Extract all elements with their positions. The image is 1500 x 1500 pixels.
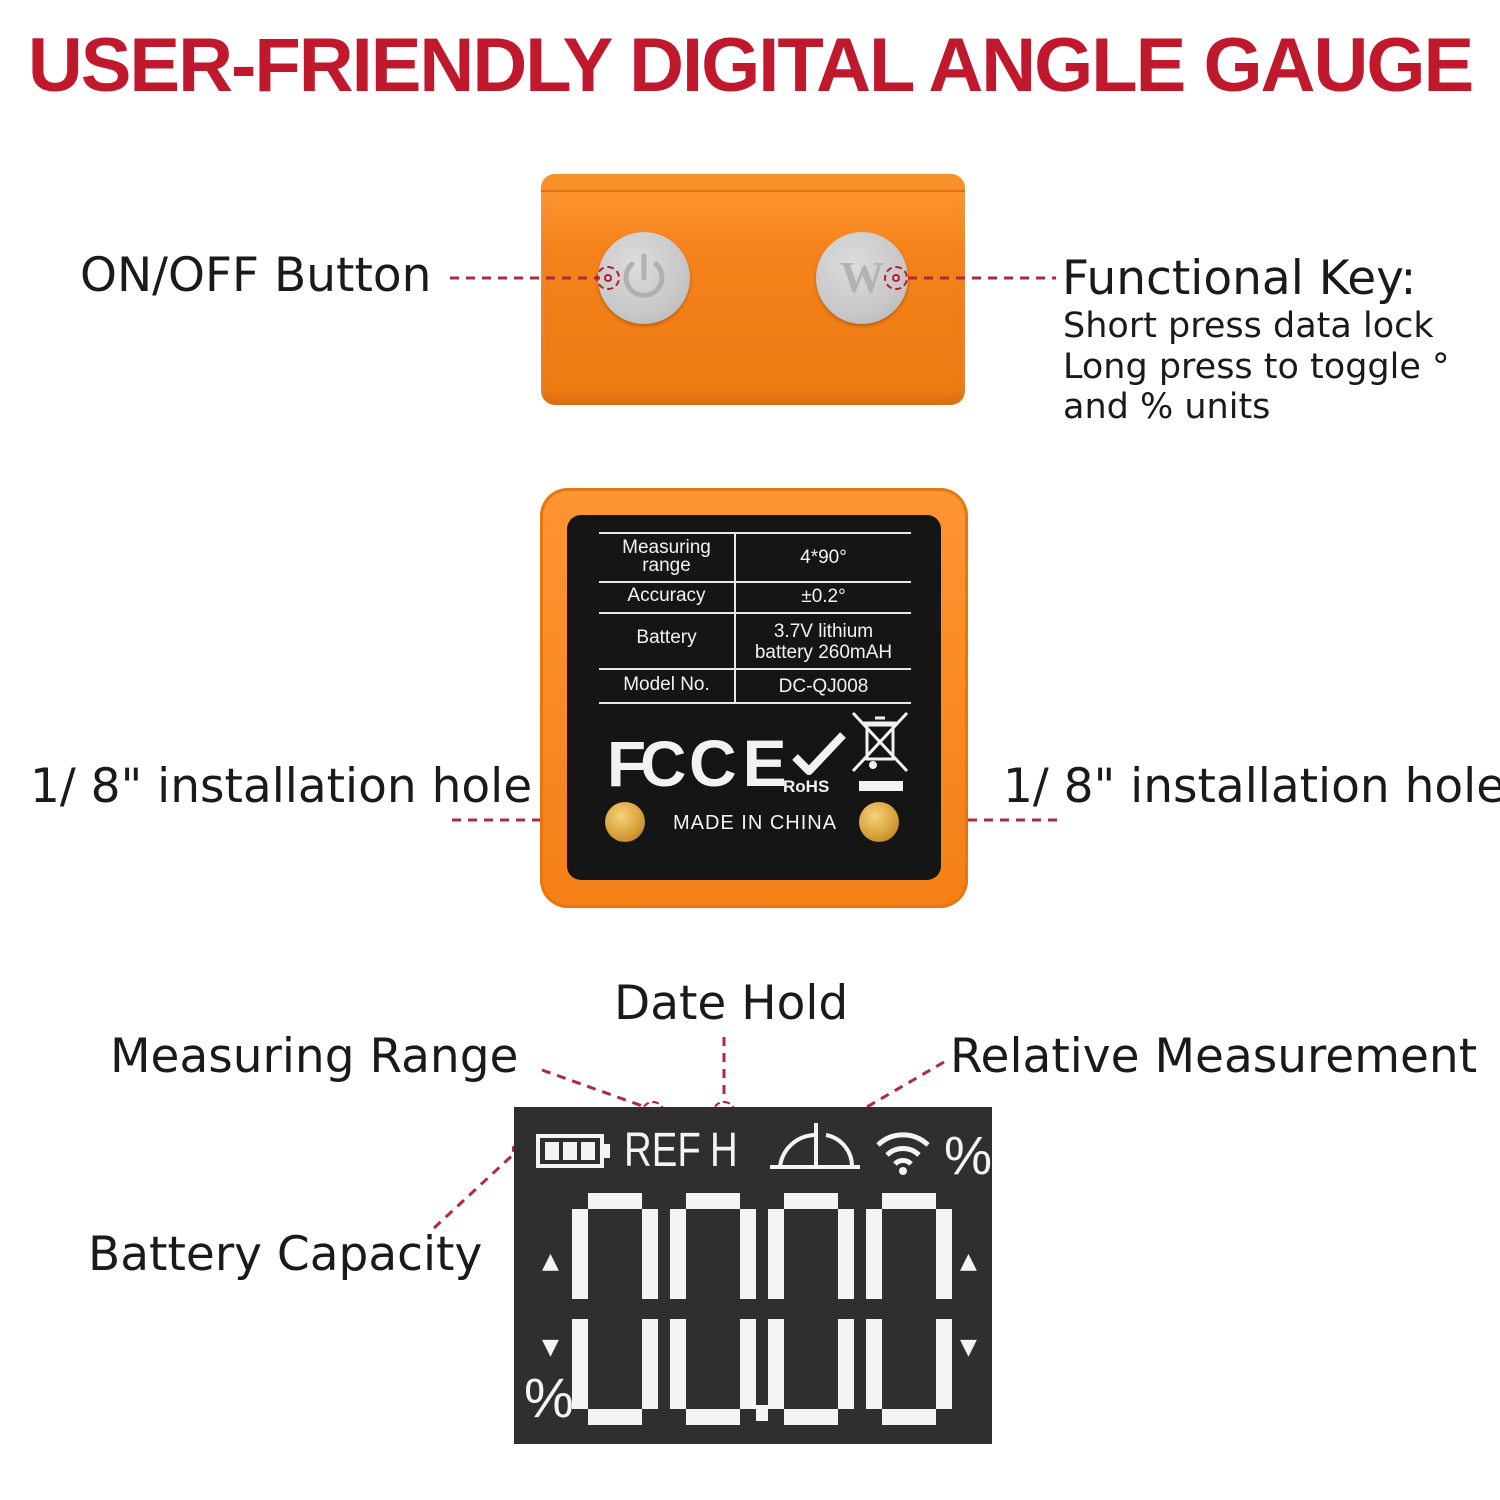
functional-key-line-2: Long press to toggle ° [1063, 347, 1450, 387]
spec-value-battery: 3.7V lithium battery 260mAH [736, 621, 911, 663]
left-hole-label: 1/ 8" installation hole [30, 759, 533, 814]
spec-plate: Measuring range 4*90° Accuracy ±0.2° Bat… [567, 515, 941, 880]
spec-name-battery: Battery [636, 627, 697, 648]
spec-line-3 [599, 668, 911, 670]
digit-segment [784, 1409, 838, 1425]
weee-bin-icon [851, 711, 909, 791]
digit-segment [642, 1319, 658, 1409]
digit-segment [572, 1319, 588, 1409]
spec-col-divider [734, 532, 736, 702]
percent-indicator-bottom: % [524, 1366, 574, 1429]
digit-segment [588, 1409, 642, 1425]
arrow-up-right-icon: ▲ [960, 1249, 977, 1274]
digit-segment [670, 1209, 686, 1299]
hold-indicator: H [710, 1124, 738, 1177]
right-installation-hole [859, 802, 899, 842]
measuring-range-label: Measuring Range [110, 1029, 519, 1084]
digit-segment [838, 1209, 854, 1299]
lcd-display: REF H % ▲ ▼ ▲ ▼ % [514, 1107, 992, 1444]
percent-indicator-top: % [944, 1126, 993, 1186]
battery-capacity-label: Battery Capacity [88, 1227, 483, 1282]
spec-line-bottom [599, 702, 911, 704]
leader-relative [847, 1060, 945, 1120]
arrow-down-left-icon: ▼ [542, 1335, 559, 1360]
spec-value-accuracy: ±0.2° [801, 586, 846, 607]
spec-value-battery-a: 3.7V lithium [773, 621, 874, 642]
spec-line-top [599, 532, 911, 534]
spec-value-model: DC-QJ008 [778, 676, 869, 697]
rohs-check-icon [792, 732, 846, 775]
spec-line-2 [599, 612, 911, 614]
power-icon [623, 253, 665, 298]
digit-segment [882, 1409, 936, 1425]
digit-segment [740, 1319, 756, 1409]
digit-segment [572, 1209, 588, 1299]
marker-function-key [884, 266, 908, 290]
ref-indicator: REF [624, 1124, 701, 1177]
made-in-label: MADE IN CHINA [672, 812, 838, 834]
date-hold-label: Date Hold [614, 976, 849, 1031]
battery-icon [536, 1134, 610, 1168]
on-off-label: ON/OFF Button [80, 248, 432, 303]
spec-name-model: Model No. [623, 674, 710, 695]
digit-segment [838, 1319, 854, 1409]
spec-name-range-a: Measuring [622, 537, 711, 558]
digit-segment [936, 1209, 952, 1299]
digit-segment [768, 1209, 784, 1299]
leader-measuring-range [541, 1068, 649, 1110]
page-title: USER-FRIENDLY DIGITAL ANGLE GAUGE [27, 23, 1474, 108]
spec-name-range-b: range [642, 555, 691, 576]
spec-line-1 [599, 581, 911, 583]
digit-segment [686, 1193, 740, 1209]
angle-icon [770, 1123, 860, 1169]
digit-segment [588, 1193, 642, 1209]
functional-key-line-1: Short press data lock [1063, 306, 1434, 346]
fcc-mark: FC [607, 728, 686, 800]
spec-value-battery-b: battery 260mAH [754, 642, 893, 663]
device-top-rim [541, 174, 965, 192]
leader-battery [432, 1148, 520, 1230]
digit-segment [784, 1193, 838, 1209]
decimal-point [756, 1405, 768, 1421]
marker-on-off [596, 266, 620, 290]
function-button-letter: W [840, 253, 884, 302]
device-back-view: Measuring range 4*90° Accuracy ±0.2° Bat… [540, 488, 968, 908]
spec-name-range: Measuring range [599, 537, 734, 576]
relative-measurement-label: Relative Measurement [950, 1029, 1478, 1084]
functional-key-line-3: and % units [1063, 387, 1271, 427]
digit-segment [936, 1319, 952, 1409]
spec-name-accuracy: Accuracy [627, 585, 706, 606]
ce-mark: CE [689, 726, 793, 800]
digit-segment [670, 1319, 686, 1409]
digit-segment [686, 1409, 740, 1425]
functional-key-label: Functional Key: [1062, 251, 1417, 306]
arrow-down-right-icon: ▼ [960, 1335, 977, 1360]
digit-segment [740, 1209, 756, 1299]
digit-segment [866, 1209, 882, 1299]
left-installation-hole [605, 802, 645, 842]
digit-segment [642, 1209, 658, 1299]
digit-segment [882, 1193, 936, 1209]
rohs-label: RoHS [783, 777, 830, 796]
right-hole-label: 1/ 8" installation hole [1003, 759, 1500, 814]
wireless-icon [876, 1132, 930, 1175]
arrow-up-left-icon: ▲ [542, 1249, 559, 1274]
digit-segment [866, 1319, 882, 1409]
digit-segment [768, 1319, 784, 1409]
spec-value-range: 4*90° [800, 547, 847, 568]
lcd-digits [572, 1193, 952, 1425]
